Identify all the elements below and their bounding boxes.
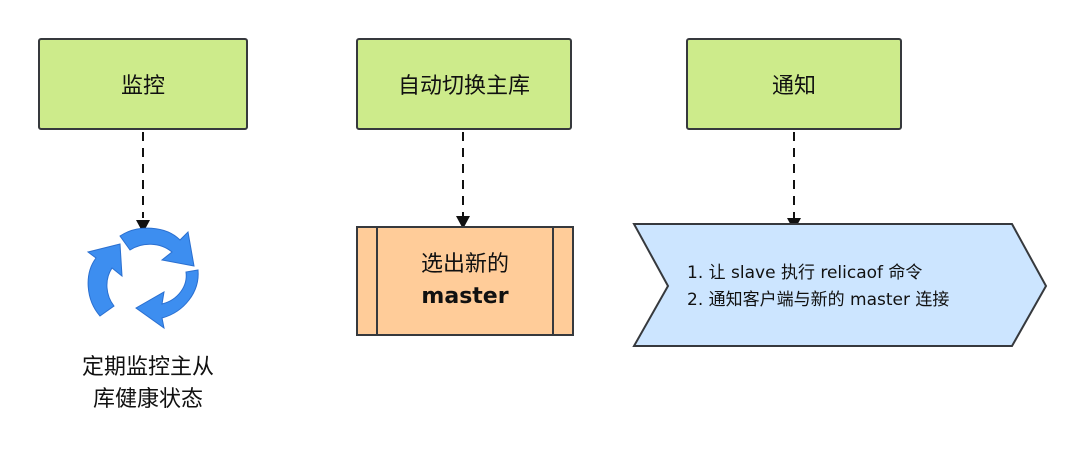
notify-item-2: 2. 通知客户端与新的 master 连接 xyxy=(687,290,950,310)
step-failover-label: 自动切换主库 xyxy=(397,74,530,99)
arrowhead-failover xyxy=(456,216,470,229)
monitor-caption-line1: 定期监控主从 xyxy=(81,355,214,380)
notify-shape xyxy=(632,223,1048,347)
step-failover-box: 自动切换主库 xyxy=(356,38,572,130)
arrowhead-monitor xyxy=(136,220,150,233)
failover-box-left-bar xyxy=(376,226,378,336)
notify-item-1: 1. 让 slave 执行 relicaof 命令 xyxy=(687,263,923,283)
step-monitor-box: 监控 xyxy=(38,38,248,130)
failover-box-line1: 选出新的 xyxy=(420,252,509,277)
step-notify-box: 通知 xyxy=(686,38,902,130)
notify-list: 1. 让 slave 执行 relicaof 命令 2. 通知客户端与新的 ma… xyxy=(687,260,949,314)
step-notify-label: 通知 xyxy=(771,74,816,99)
failover-box-line2: master xyxy=(421,284,509,309)
monitor-caption: 定期监控主从 库健康状态 xyxy=(68,352,228,416)
failover-box-right-bar xyxy=(552,226,554,336)
step-monitor-label: 监控 xyxy=(120,74,165,99)
failover-box: 选出新的 master xyxy=(356,226,574,336)
monitor-caption-line2: 库健康状态 xyxy=(92,387,203,412)
recycle-arrows-icon xyxy=(86,227,199,330)
